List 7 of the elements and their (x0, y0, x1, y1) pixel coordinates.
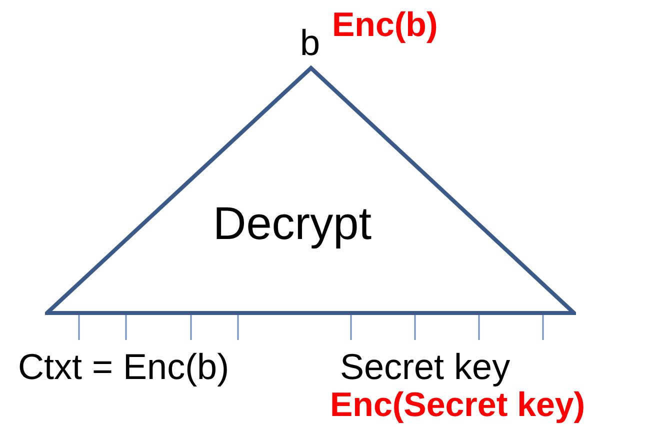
triangle-gate (45, 65, 576, 316)
key-label: Secret key (340, 345, 510, 389)
output-label: b (300, 21, 320, 65)
encrypted-output-label: Enc(b) (332, 5, 438, 46)
encrypted-key-label: Enc(Secret key) (330, 386, 586, 426)
ciphertext-label: Ctxt = Enc(b) (18, 345, 230, 389)
gate-label: Decrypt (213, 200, 372, 246)
